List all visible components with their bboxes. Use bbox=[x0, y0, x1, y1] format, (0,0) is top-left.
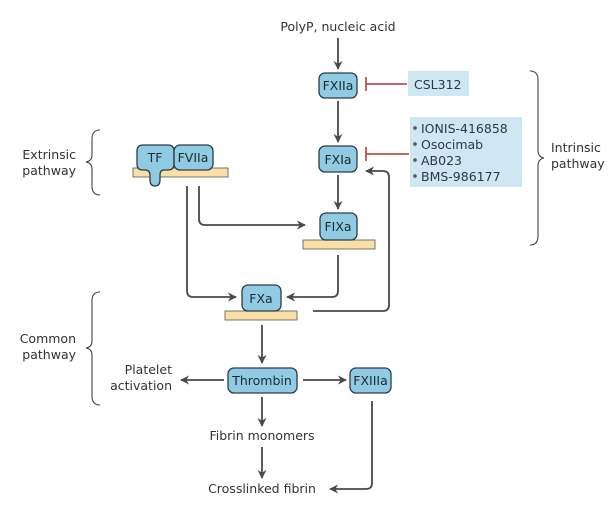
drug-osocimab: Osocimab bbox=[421, 137, 483, 152]
drug-csl312: CSL312 bbox=[414, 77, 462, 92]
crosslinked-fibrin-label: Crosslinked fibrin bbox=[208, 481, 316, 496]
fviia-label: FVIIa bbox=[178, 150, 209, 165]
common-pathway-label-line1: Common bbox=[20, 331, 76, 346]
fxa-membrane bbox=[224, 310, 298, 321]
thrombin-box bbox=[227, 367, 298, 394]
thrombin-node: Thrombin bbox=[227, 367, 298, 394]
fxia-label: FXIa bbox=[324, 152, 351, 167]
bullet-icon bbox=[413, 142, 417, 146]
fxia-box bbox=[318, 145, 358, 173]
arrow-fixa-to-fxa bbox=[286, 255, 339, 302]
thrombin-label: Thrombin bbox=[231, 373, 292, 388]
fxia-drug-list-box bbox=[410, 117, 522, 187]
fxia-drug-box: IONIS-416858 Osocimab AB023 BMS-986177 bbox=[410, 117, 522, 187]
intrinsic-brace bbox=[529, 70, 545, 246]
fixa-membrane bbox=[302, 239, 376, 250]
fxiia-drug-box: CSL312 bbox=[408, 71, 469, 96]
tf-label: TF bbox=[147, 150, 163, 165]
fixa-box bbox=[319, 212, 358, 241]
csl312-box bbox=[408, 71, 469, 96]
bullet-icon bbox=[413, 174, 417, 178]
fxiiia-node: FXIIIa bbox=[349, 367, 392, 394]
fxa-box bbox=[241, 284, 282, 312]
drug-ab023: AB023 bbox=[421, 153, 462, 168]
fxiia-label: FXIIa bbox=[323, 78, 354, 93]
intrinsic-pathway-label-line2: pathway bbox=[551, 156, 605, 171]
intrinsic-pathway-label-line1: Intrinsic bbox=[551, 140, 601, 155]
fxia-node: FXIa bbox=[318, 145, 358, 173]
fxa-node: FXa bbox=[224, 284, 298, 321]
fibrin-monomers-label: Fibrin monomers bbox=[209, 428, 314, 443]
platelet-activation-label-line2: activation bbox=[110, 378, 172, 393]
arrow-tf-fviia-to-fixa bbox=[198, 186, 306, 230]
bullet-icon bbox=[413, 126, 417, 130]
arrow-fxa-feedback-to-fxia bbox=[313, 166, 390, 312]
fixa-label: FIXa bbox=[324, 219, 351, 234]
extrinsic-pathway-label-line1: Extrinsic bbox=[22, 147, 76, 162]
platelet-activation-label-line1: Platelet bbox=[125, 362, 172, 377]
drug-bms-986177: BMS-986177 bbox=[421, 169, 501, 184]
bullet-icon bbox=[413, 158, 417, 162]
common-pathway-label-line2: pathway bbox=[22, 347, 76, 362]
extrinsic-pathway-label-line2: pathway bbox=[22, 163, 76, 178]
fxiia-node: FXIIa bbox=[318, 72, 358, 99]
polyp-nucleic-acid-label: PolyP, nucleic acid bbox=[280, 19, 395, 34]
drug-ionis-416858: IONIS-416858 bbox=[421, 121, 508, 136]
fxiia-box bbox=[318, 72, 358, 99]
common-brace bbox=[85, 291, 101, 406]
fixa-node: FIXa bbox=[302, 212, 376, 250]
extrinsic-brace bbox=[85, 129, 101, 196]
tf-fviia-complex: TF FVIIa bbox=[132, 144, 229, 187]
fxa-label: FXa bbox=[249, 291, 272, 306]
fxiiia-box bbox=[349, 367, 392, 394]
fviia-box bbox=[173, 144, 214, 171]
arrow-fxiiia-to-crosslinked bbox=[329, 401, 373, 494]
fxiiia-label: FXIIIa bbox=[353, 373, 387, 388]
arrow-tf-fviia-to-fxa bbox=[186, 186, 237, 302]
